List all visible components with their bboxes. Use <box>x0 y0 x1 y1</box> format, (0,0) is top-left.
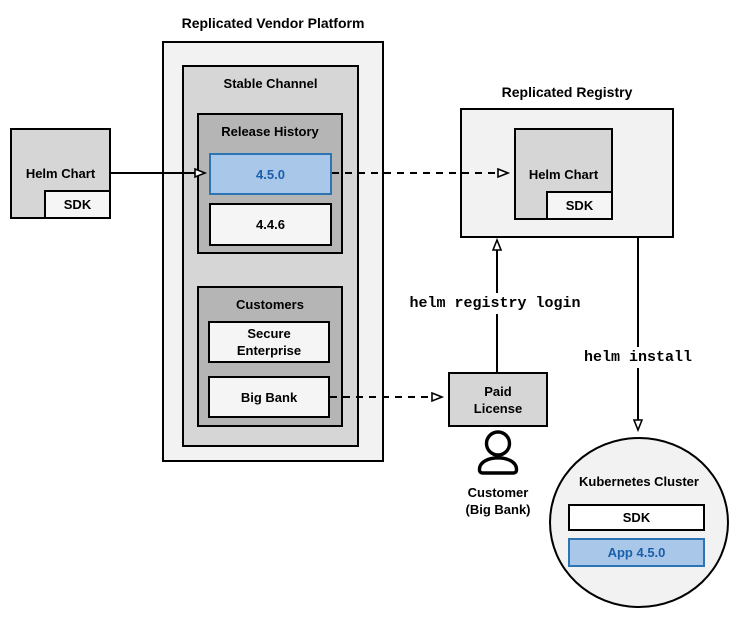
person-icon <box>477 430 519 475</box>
source-sdk-box: SDK <box>44 190 111 219</box>
customer-secure-enterprise-label: Secure Enterprise <box>236 326 302 358</box>
vendor-platform-title: Replicated Vendor Platform <box>181 15 365 31</box>
command-helm-registry-login: helm registry login <box>393 293 597 314</box>
registry-sdk-label: SDK <box>565 198 594 213</box>
source-sdk-label: SDK <box>63 197 92 212</box>
release-4-5-0-label: 4.5.0 <box>256 166 285 182</box>
customer-secure-enterprise-box: Secure Enterprise <box>208 321 330 363</box>
cluster-sdk-label: SDK <box>622 510 651 525</box>
release-4-5-0-box: 4.5.0 <box>209 153 332 195</box>
release-history-label: Release History <box>221 124 319 139</box>
customer-big-bank-label: Big Bank <box>240 389 298 405</box>
release-4-4-6-box: 4.4.6 <box>209 203 332 246</box>
command-helm-install: helm install <box>576 347 700 368</box>
cluster-sdk-box: SDK <box>568 504 705 531</box>
paid-license-box: Paid License <box>448 372 548 427</box>
customer-caption-label: Customer (Big Bank) <box>465 485 531 517</box>
stable-channel-label: Stable Channel <box>223 76 318 91</box>
kubernetes-cluster-title: Kubernetes Cluster <box>579 474 699 489</box>
paid-license-label: Paid License <box>473 383 523 416</box>
source-helm-chart-label: Helm Chart <box>25 166 96 181</box>
registry-helm-chart-label: Helm Chart <box>528 166 599 182</box>
customers-label: Customers <box>236 297 304 312</box>
customer-big-bank-box: Big Bank <box>208 376 330 418</box>
registry-title: Replicated Registry <box>501 84 633 100</box>
registry-sdk-box: SDK <box>546 191 613 220</box>
cluster-app-label: App 4.5.0 <box>607 545 666 560</box>
customer-caption: Customer (Big Bank) <box>448 484 548 518</box>
release-4-4-6-label: 4.4.6 <box>256 217 285 232</box>
cluster-app-box: App 4.5.0 <box>568 538 705 567</box>
